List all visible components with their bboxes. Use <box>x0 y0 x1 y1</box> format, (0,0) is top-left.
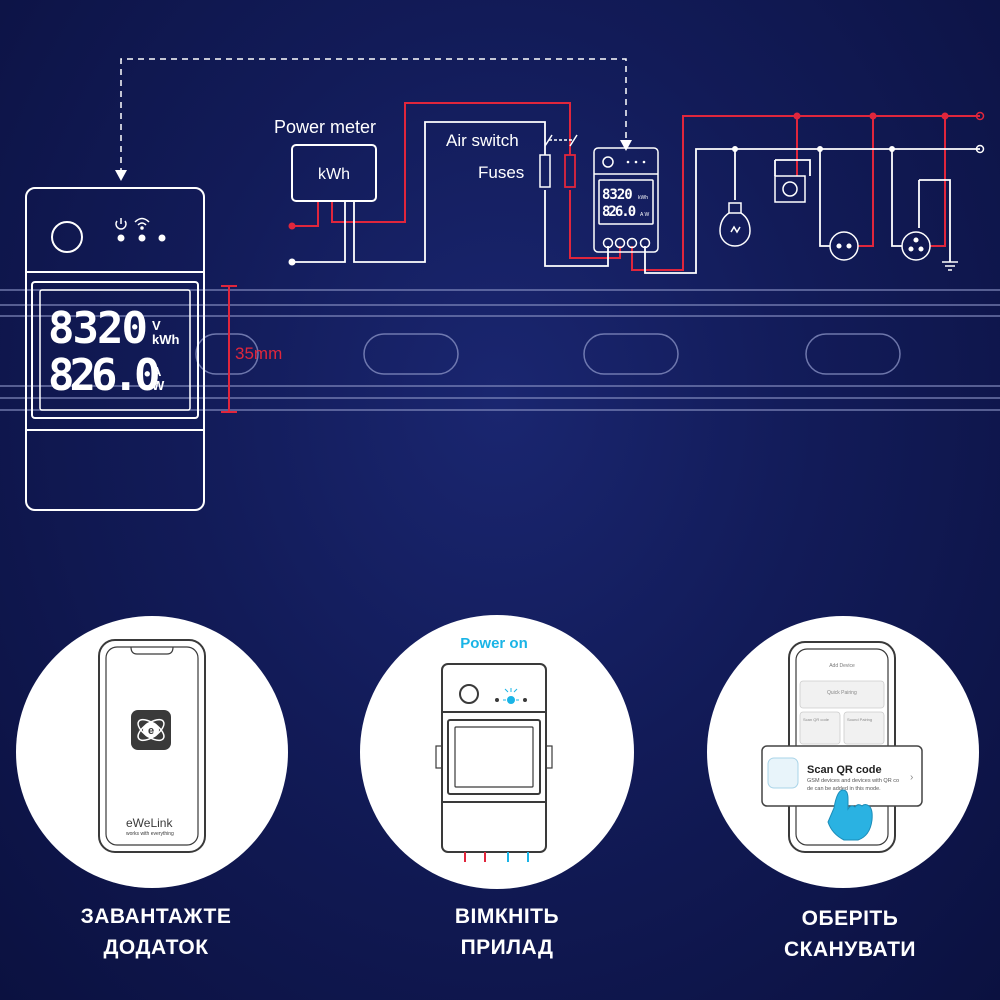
add-device-title: Add Device <box>829 663 855 669</box>
rail-slot <box>363 333 459 375</box>
chevron-right-icon: › <box>910 772 913 783</box>
scan-qr-card-text: GSM devices and devices with QR co <box>807 778 899 784</box>
step-caption-download-app: ЗАВАНТАЖТЕ ДОДАТОК <box>26 901 286 963</box>
ewelink-app-name: eWeLink <box>126 816 173 830</box>
junction-dots <box>288 112 949 230</box>
air-switch-label: Air switch <box>446 131 519 150</box>
device-leds <box>495 688 527 704</box>
step-caption-scan: ОБЕРІТЬ СКАНУВАТИ <box>720 903 980 965</box>
arrow-head-icon <box>620 140 632 151</box>
live-terminal <box>975 111 985 121</box>
scan-qr-option: Scan QR code <box>803 717 830 722</box>
display-line1: 8320 <box>48 303 146 354</box>
step3-line2: СКАНУВАТИ <box>783 938 917 961</box>
rail-dimension-marker <box>221 285 237 413</box>
fuses-label: Fuses <box>478 163 524 182</box>
quick-pairing-option: Quick Pairing <box>827 690 857 696</box>
scan-qr-card-title: Scan QR code <box>807 764 882 776</box>
ewelink-tagline: works with everything <box>126 831 174 837</box>
mini-device <box>593 147 659 253</box>
display-line2: 826.0 <box>48 350 158 401</box>
scan-qr-card-text: de can be added in this mode. <box>807 786 881 792</box>
device-terminal-wires <box>464 852 529 862</box>
power-on-label: Power on <box>460 635 528 652</box>
power-meter-box <box>291 144 377 202</box>
power-meter-label: Power meter <box>274 117 376 137</box>
step-circle-power-on <box>360 615 634 889</box>
mini-display-line1: 8320 <box>602 187 632 203</box>
wifi-icon <box>134 217 150 230</box>
rail-slot <box>583 333 679 375</box>
mini-display-line2: 826.0 <box>602 204 636 220</box>
step3-line1: ОБЕРІТЬ <box>801 907 899 930</box>
neutral-junction-dots <box>288 146 895 266</box>
display-line2-unit-bottom: W <box>152 378 165 393</box>
step1-line1: ЗАВАНТАЖТЕ <box>80 905 232 928</box>
step-caption-power-on: ВІМКНІТЬ ПРИЛАД <box>377 901 637 963</box>
mini-device-leds <box>626 160 646 164</box>
sound-pairing-option: Sound Pairing <box>847 717 872 722</box>
air-switch-icon <box>544 134 578 147</box>
fuse-icon <box>539 154 551 188</box>
rail-slot <box>195 333 259 375</box>
display-line2-unit-top: A <box>152 364 162 379</box>
large-device <box>25 187 205 511</box>
qr-scan-icon <box>767 757 799 789</box>
mini-display-line2-unit: A W <box>640 212 649 218</box>
display-line1-unit-bottom: kWh <box>152 332 180 347</box>
display-line1-unit-top: V <box>152 318 161 333</box>
step-circle-download-app <box>16 616 288 888</box>
arrow-head-icon <box>115 170 127 181</box>
socket-icon <box>901 231 931 261</box>
rail-slot <box>805 333 901 375</box>
power-symbol-icon <box>115 218 127 230</box>
neutral-wires <box>292 121 980 274</box>
kwh-label: kWh <box>318 166 350 183</box>
step2-line2: ПРИЛАД <box>460 936 554 959</box>
wall-switch-icon <box>774 175 806 203</box>
live-wires <box>292 102 980 271</box>
device-illustration <box>435 663 553 853</box>
add-device-options <box>799 680 885 745</box>
ground-icon <box>942 261 958 271</box>
light-bulb-icon <box>719 202 751 247</box>
svg-text:e: e <box>148 725 154 737</box>
dashed-arrow <box>120 58 627 174</box>
mini-display-line1-unit: kWh <box>638 195 648 201</box>
rail-width-label: 35mm <box>235 344 282 363</box>
phone-illustration <box>98 639 206 853</box>
step2-line1: ВІМКНІТЬ <box>454 905 560 928</box>
power-button-icon <box>51 221 83 253</box>
fuse-icon <box>564 154 576 188</box>
socket-icon <box>829 231 859 261</box>
hand-pointer-icon <box>827 789 873 841</box>
step1-line2: ДОДАТОК <box>103 936 209 959</box>
ewelink-logo-icon: e <box>131 710 171 750</box>
neutral-terminal <box>975 144 985 154</box>
